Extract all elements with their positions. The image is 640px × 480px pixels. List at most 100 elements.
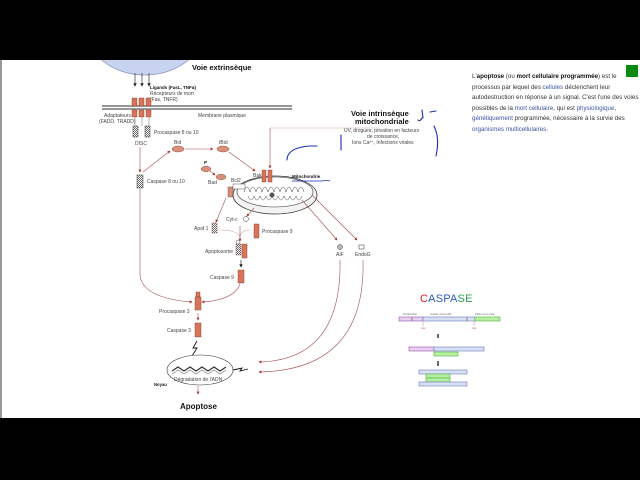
label-cleavage-asp-2: Asp <box>472 326 477 330</box>
label-caspase-3: Caspase 3 <box>167 328 191 334</box>
plasma-membrane <box>102 105 292 110</box>
dna-strand <box>171 366 227 372</box>
aif-shape <box>337 244 343 250</box>
annotation-underline <box>292 180 331 182</box>
bak-shape <box>261 169 273 183</box>
link-cellules[interactable]: cellules <box>542 83 564 91</box>
label-large-subunit: Grande sous-unité <box>430 312 452 316</box>
label-bak: Bak <box>253 173 262 179</box>
label-small-subunit: Petite sous-unité <box>475 312 495 316</box>
label-procaspase-3: Procaspase 3 <box>159 309 190 315</box>
slide-canvas: Voie extrinsèque Ligands (FasL, TNFα) Ré… <box>0 60 640 418</box>
caspase-structure-figure: Prodomaine Grande sous-unité Petite sous… <box>398 312 501 387</box>
accent-square <box>626 65 638 77</box>
lightning-icon <box>191 340 198 357</box>
cleaved-bar <box>408 346 485 357</box>
caspase-title-letter: A <box>449 293 458 305</box>
phosphate-shape <box>200 166 212 172</box>
label-cleavage-asp: Asp <box>421 326 426 330</box>
lightning-icon <box>232 367 249 372</box>
link-mort-cellulaire[interactable]: mort cellulaire <box>514 104 554 112</box>
procaspase-3-shape <box>194 296 202 311</box>
caspase-title-letter: S <box>435 293 444 305</box>
procaspase-3-prodomain <box>195 291 201 298</box>
active-caspase-tetramer <box>418 369 468 387</box>
tbid-shape <box>216 145 230 153</box>
text: (ou <box>504 73 517 80</box>
label-tbid: tBid <box>219 140 228 146</box>
caspase-3-shape <box>194 322 202 338</box>
text: , qui est <box>553 104 577 112</box>
definition-text: L'apoptose (ou mort cellulaire programmé… <box>472 72 640 135</box>
label-apaf1: Apaf 1 <box>194 226 209 232</box>
cytc-shape <box>243 216 249 222</box>
apoptosome-shape <box>235 239 248 259</box>
disc-procaspases <box>132 125 151 138</box>
handwritten-annotations <box>286 109 439 161</box>
label-adaptors-examples: (FADD, TRADD) <box>99 119 136 125</box>
caspase-9-shape <box>237 269 245 284</box>
label-adaptors: Adaptateurs <box>104 113 131 119</box>
title-intrinsic-pathway-sub: mitochondriale <box>355 117 409 126</box>
text: déclenchent leur autodestruction en répo… <box>472 83 639 112</box>
term-apoptose: apoptose <box>476 73 505 80</box>
link-organismes-multicellulaires[interactable]: organismes multicellulaires <box>472 125 547 133</box>
caspase-title-letter: A <box>428 293 436 305</box>
caspase-title-letter: S <box>457 293 466 305</box>
label-bid: Bid <box>174 140 181 146</box>
text: , <box>614 104 617 112</box>
label-procaspase-8-10: Procaspase 8 ou 10 <box>154 130 199 136</box>
label-bcl2: Bcl2 <box>231 178 241 184</box>
apoptosis-pathway-diagram: Voie extrinsèque Ligands (FasL, TNFα) Ré… <box>99 60 439 411</box>
mitochondrion <box>232 175 318 215</box>
label-intrinsic-causes-3: Ions Ca²⁺, Infections virales <box>352 140 414 146</box>
label-ligands: Ligands (FasL, TNFα) <box>150 85 197 90</box>
death-receptors <box>131 97 152 118</box>
caspase-title-letter: P <box>443 293 450 305</box>
cell-body <box>101 60 189 76</box>
label-receptors: Récepteurs de mort <box>150 91 195 97</box>
bad-shape <box>215 174 227 180</box>
text: programmée, nécessaire à la survie des <box>512 115 625 122</box>
term-programmed-death: mort cellulaire programmée <box>516 73 599 80</box>
bid-shape <box>171 145 185 153</box>
text: ) est le processus par lequel des <box>472 73 617 91</box>
label-caspase-9: Caspase 9 <box>210 275 234 281</box>
link-genetiquement[interactable]: génétiquement <box>472 115 513 122</box>
text: L' <box>472 73 477 80</box>
caspase-title-letter: E <box>465 293 473 305</box>
label-phosphate: P <box>204 160 207 165</box>
label-intrinsic-causes-2: de croissance, <box>367 134 399 140</box>
link-physiologique[interactable]: physiologique <box>576 104 615 112</box>
title-extrinsic-pathway: Voie extrinsèque <box>192 63 251 72</box>
ligand-arrows <box>133 73 151 87</box>
label-aif: AIF <box>336 252 344 258</box>
title-intrinsic-pathway: Voie intrinsèque <box>351 109 409 118</box>
endog-shape <box>358 244 365 250</box>
procaspase-bar <box>398 316 501 322</box>
receptor-stalks <box>134 117 150 126</box>
label-procaspase-9: Procaspase 9 <box>262 229 293 235</box>
label-receptors-examples: (Fas, TNFR) <box>150 97 178 103</box>
bcl2-membrane-channel <box>232 183 246 190</box>
label-endog: EndoG <box>355 252 371 258</box>
label-apoptosis: Apoptose <box>180 402 217 411</box>
caspase-title: CASPASE <box>420 293 473 305</box>
label-dna-degradation: Dégradation de l'ADN <box>174 377 223 383</box>
label-bad: Bad <box>208 180 217 186</box>
apaf1-shape <box>211 222 218 234</box>
label-cytc: Cyt-c <box>226 217 238 223</box>
caspase-title-letter: C <box>420 293 429 305</box>
label-mitochondria: Mitochondrie <box>292 174 321 179</box>
caspase-8-10-shape <box>136 174 144 189</box>
label-caspase-8-10: Caspase 8 ou 10 <box>147 179 185 185</box>
bcl2-shape <box>227 186 234 198</box>
label-prodomain: Prodomaine <box>403 312 418 316</box>
label-intrinsic-causes: UV, drogues, privation en facteurs <box>344 128 420 134</box>
label-nucleus: Noyau <box>154 382 167 387</box>
label-membrane: Membrane plasmique <box>198 113 246 119</box>
label-apoptosome: Apoptosome <box>205 249 233 255</box>
procaspase-9-shape <box>253 223 260 239</box>
label-disc: DISC <box>135 141 147 147</box>
text: . <box>546 125 549 133</box>
